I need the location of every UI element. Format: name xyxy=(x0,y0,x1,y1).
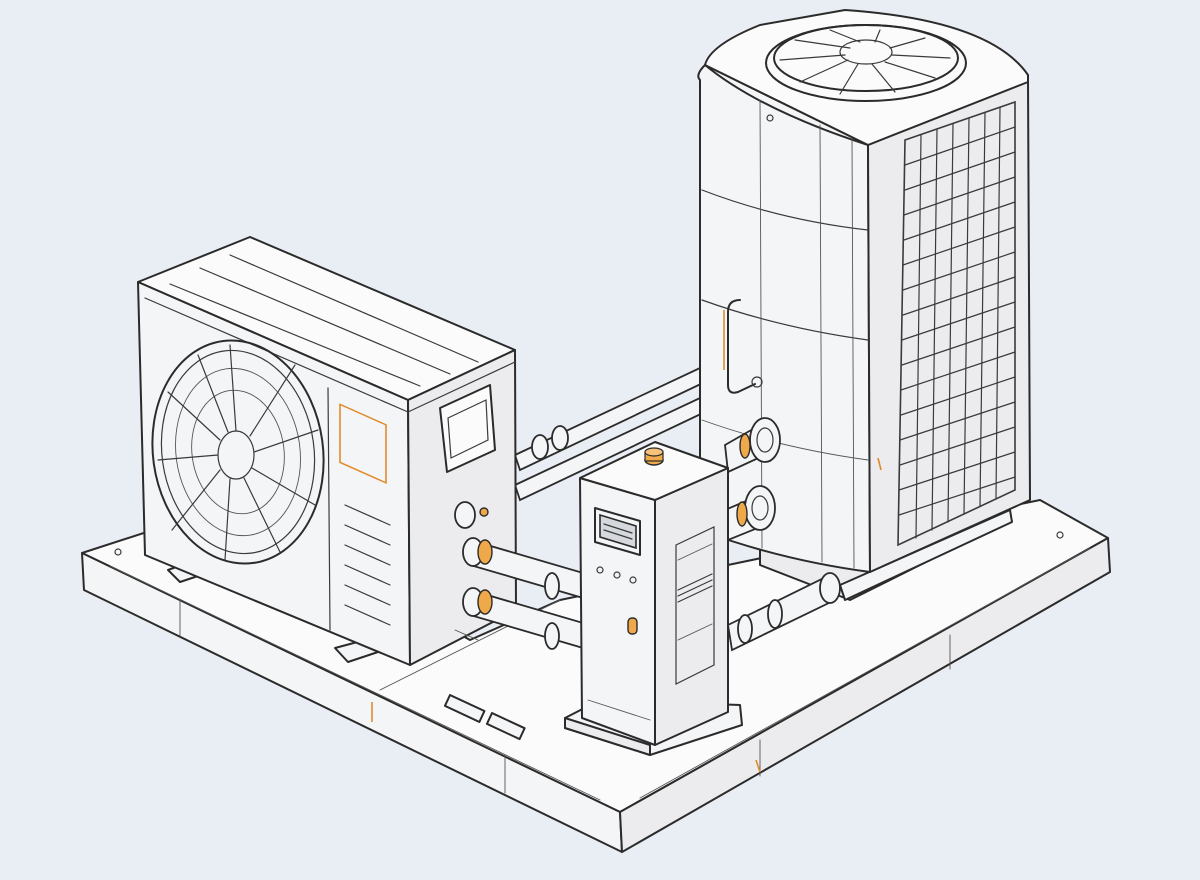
outdoor-unit xyxy=(137,236,517,666)
louver-slots xyxy=(344,504,391,626)
fan-icon xyxy=(151,339,325,565)
control-cabinet xyxy=(564,441,743,756)
display-icon xyxy=(594,507,641,556)
tower-grille xyxy=(898,106,1016,539)
fan-icon xyxy=(779,29,951,95)
connecting-pipes xyxy=(443,417,841,741)
back-pipes xyxy=(513,366,707,502)
